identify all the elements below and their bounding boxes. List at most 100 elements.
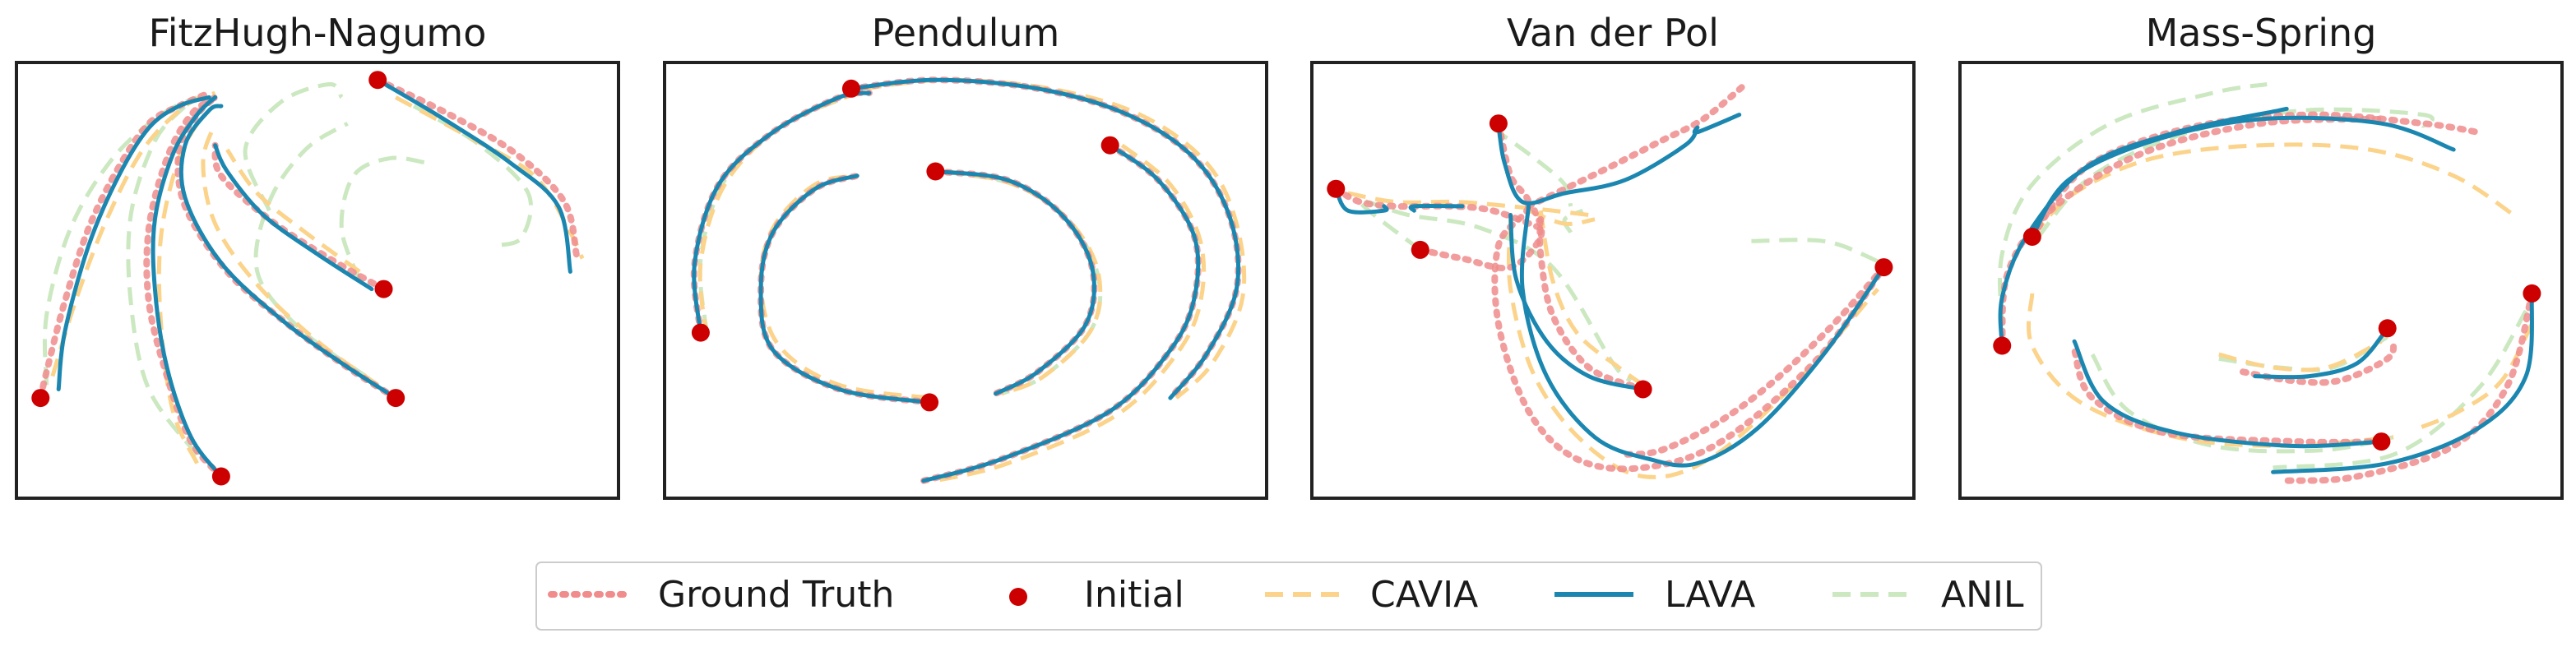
lava-trajectory	[151, 95, 224, 478]
anil-trajectory	[412, 104, 534, 248]
anil-trajectory	[1751, 238, 1886, 270]
initial-point	[1327, 179, 1346, 198]
plot-frame	[15, 61, 620, 500]
lava-trajectory	[921, 143, 1201, 483]
legend-label: Ground Truth	[658, 574, 894, 616]
cavia-trajectory	[947, 169, 1103, 396]
ground-truth-trajectory	[1416, 207, 1545, 272]
anil-trajectory	[1358, 198, 1633, 382]
cavia-trajectory	[758, 173, 930, 400]
series-cavia	[1347, 191, 1879, 479]
legend-entry-lava: LAVA	[1554, 574, 1755, 616]
cavia-trajectory	[1347, 191, 1590, 217]
legend-entry-ground-truth: Ground Truth	[548, 574, 894, 616]
initial-point	[1874, 258, 1893, 277]
ground-truth-trajectory	[2071, 346, 2385, 446]
initial-point	[387, 389, 405, 408]
legend: Ground Truth Initial CAVIA LAVA ANIL	[535, 562, 2042, 631]
anil-trajectory	[42, 95, 198, 386]
cavia-trajectory	[863, 77, 1247, 400]
legend-label: ANIL	[1941, 574, 2024, 616]
panel-pendulum: Pendulum	[663, 11, 1268, 500]
initial-point	[1411, 240, 1429, 259]
legend-label: CAVIA	[1370, 574, 1478, 616]
initial-point	[1489, 114, 1508, 133]
panel-title: Van der Pol	[1507, 11, 1719, 55]
lava-trajectory	[375, 77, 572, 274]
cavia-trajectory	[2218, 339, 2383, 372]
legend-label: LAVA	[1665, 574, 1755, 616]
lava-trajectory	[2072, 339, 2384, 449]
series-anil	[1998, 82, 2528, 470]
lava-trajectory	[2271, 291, 2534, 474]
panel-fitzhugh-nagumo: FitzHugh-Nagumo	[15, 11, 620, 500]
cavia-trajectory	[1538, 210, 1645, 387]
cavia-trajectory	[225, 148, 361, 274]
initial-point	[2523, 284, 2541, 303]
series-lava	[56, 77, 572, 478]
anil-trajectory	[339, 155, 427, 281]
series-anil	[42, 82, 534, 456]
plot-area	[1327, 81, 1893, 479]
ground-truth-trajectory	[1491, 120, 1888, 473]
legend-entry-cavia: CAVIA	[1265, 574, 1478, 616]
legend-label: Initial	[1084, 574, 1184, 616]
initial-point	[368, 71, 387, 90]
lava-trajectory	[1496, 113, 1742, 206]
lava-trajectory	[213, 143, 374, 292]
legend-entry-anil: ANIL	[1832, 574, 2024, 616]
series-initial	[691, 79, 1119, 412]
lava-trajectory	[2253, 326, 2390, 380]
ground-truth-trajectory	[2282, 289, 2536, 484]
anil-trajectory	[2273, 309, 2528, 470]
initial-point	[691, 323, 710, 342]
initial-point	[2372, 432, 2391, 451]
cavia-trajectory	[934, 143, 1207, 483]
ground-truth-trajectory	[1525, 81, 1749, 210]
series-initial	[31, 71, 405, 486]
legend-box	[535, 562, 2042, 631]
panel-title: Mass-Spring	[2146, 11, 2377, 55]
lava-trajectory	[1508, 213, 1646, 391]
legend-entry-initial: Initial	[1009, 574, 1184, 616]
initial-point	[374, 280, 393, 298]
panel-title: Pendulum	[872, 11, 1060, 55]
anil-trajectory	[1998, 82, 2268, 325]
series-initial	[1993, 228, 2541, 451]
anil-trajectory	[126, 104, 199, 456]
initial-point	[1633, 380, 1652, 399]
plot-frame	[1310, 61, 1916, 500]
lava-trajectory	[692, 90, 872, 335]
series-ground-truth	[690, 76, 1242, 484]
anil-trajectory	[941, 169, 1103, 396]
plot-frame	[663, 61, 1268, 500]
series-initial	[1327, 114, 1893, 399]
lava-trajectory	[849, 77, 1241, 400]
initial-point	[211, 467, 230, 486]
lava-trajectory	[56, 95, 211, 391]
initial-point	[926, 162, 945, 181]
lava-trajectory	[1333, 187, 1389, 215]
plot-area	[31, 71, 585, 486]
series-cavia	[697, 77, 1247, 483]
series-ground-truth	[37, 76, 580, 480]
initial-point	[1100, 136, 1119, 155]
panel-van-der-pol: Van der Pol	[1310, 11, 1916, 500]
lava-trajectory	[933, 169, 1096, 396]
panel-mass-spring: Mass-Spring	[1958, 11, 2564, 500]
ground-truth-trajectory	[932, 168, 1098, 397]
ground-truth-trajectory	[374, 76, 580, 258]
anil-trajectory	[243, 82, 344, 212]
series-lava	[1998, 106, 2534, 474]
lava-trajectory	[758, 173, 932, 404]
initial-point	[2022, 228, 2041, 246]
panel-title: FitzHugh-Nagumo	[149, 11, 487, 55]
ground-truth-trajectory	[211, 141, 387, 293]
initial-point	[841, 79, 860, 98]
cavia-trajectory	[2416, 322, 2534, 431]
initial-point	[1993, 336, 2012, 355]
lava-trajectory	[1408, 204, 1465, 213]
ground-truth-trajectory	[690, 90, 873, 336]
cavia-trajectory	[50, 90, 216, 377]
lava-trajectory	[1519, 204, 1886, 468]
